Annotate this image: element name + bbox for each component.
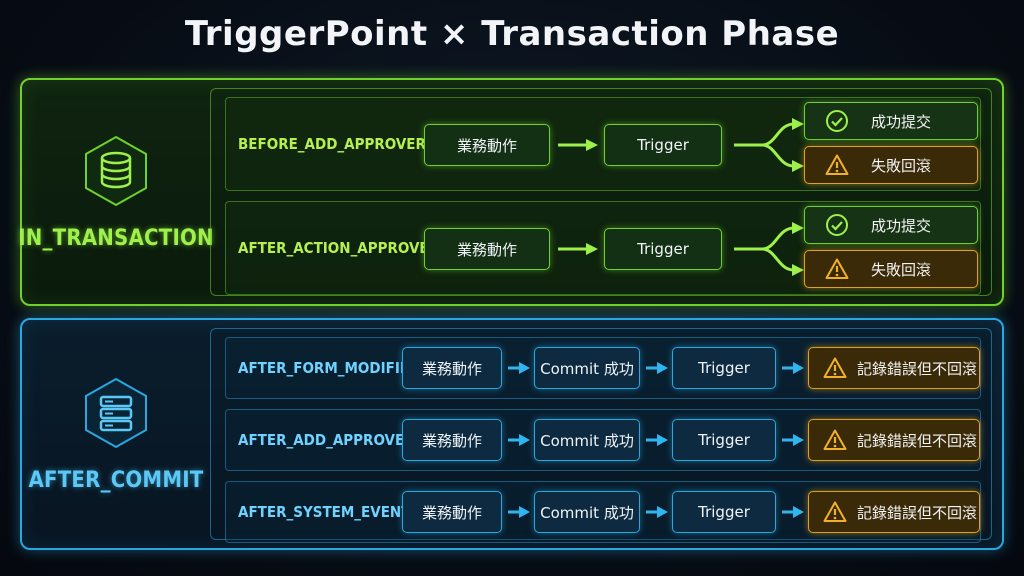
log-error-result: 記錄錯誤但不回滾 [808, 491, 980, 533]
warning-icon [825, 154, 849, 175]
phase-header: AFTER_COMMIT [22, 320, 210, 548]
server-icon [83, 376, 149, 450]
phase-label: AFTER_COMMIT [28, 467, 204, 493]
arrow-icon [782, 361, 804, 375]
trigger-row: AFTER_ACTION_APPROVED 業務動作 Trigger 成功提交 … [225, 201, 981, 295]
after-commit-panel: AFTER_COMMIT AFTER_FORM_MODIFIED 業務動作 Co… [20, 318, 1004, 550]
failure-result: 失敗回滾 [804, 146, 978, 184]
commit-box: Commit 成功 [534, 347, 640, 389]
log-error-result: 記錄錯誤但不回滾 [808, 347, 980, 389]
warning-icon [823, 357, 847, 378]
in-transaction-panel: IN_TRANSACTION BEFORE_ADD_APPROVERS 業務動作… [18, 78, 1004, 306]
arrow-icon [558, 242, 598, 256]
trigger-name: AFTER_ACTION_APPROVED [238, 239, 440, 257]
arrow-icon [782, 505, 804, 519]
result-label: 記錄錯誤但不回滾 [857, 503, 978, 522]
trigger-rows: AFTER_FORM_MODIFIED 業務動作 Commit 成功 Trigg… [210, 328, 992, 543]
business-action-box: 業務動作 [402, 347, 502, 389]
commit-box: Commit 成功 [534, 491, 640, 533]
fork-arrow-icon [734, 222, 804, 276]
trigger-row: AFTER_SYSTEM_EVENT 業務動作 Commit 成功 Trigge… [225, 481, 981, 543]
trigger-name: AFTER_FORM_MODIFIED [238, 359, 421, 377]
business-action-box: 業務動作 [402, 419, 502, 461]
warning-icon [825, 258, 849, 279]
check-circle-icon [826, 110, 848, 132]
failure-label: 失敗回滾 [871, 260, 932, 279]
arrow-icon [646, 505, 668, 519]
success-label: 成功提交 [871, 112, 932, 131]
business-action-box: 業務動作 [424, 124, 550, 166]
trigger-row: AFTER_ADD_APPROVERS 業務動作 Commit 成功 Trigg… [225, 409, 981, 471]
trigger-box: Trigger [672, 491, 776, 533]
trigger-box: Trigger [672, 347, 776, 389]
page-title: TriggerPoint × Transaction Phase [184, 14, 840, 54]
arrow-icon [646, 433, 668, 447]
fork-arrow-icon [734, 118, 804, 172]
trigger-name: BEFORE_ADD_APPROVERS [238, 135, 436, 153]
phase-header: IN_TRANSACTION [18, 80, 214, 304]
trigger-row: BEFORE_ADD_APPROVERS 業務動作 Trigger 成功提交 失… [225, 97, 981, 191]
success-label: 成功提交 [871, 216, 932, 235]
arrow-icon [646, 361, 668, 375]
database-icon [83, 134, 149, 208]
trigger-name: AFTER_SYSTEM_EVENT [238, 503, 411, 521]
failure-label: 失敗回滾 [871, 156, 932, 175]
result-label: 記錄錯誤但不回滾 [857, 431, 978, 450]
commit-box: Commit 成功 [534, 419, 640, 461]
arrow-icon [782, 433, 804, 447]
trigger-rows: BEFORE_ADD_APPROVERS 業務動作 Trigger 成功提交 失… [210, 88, 992, 296]
success-result: 成功提交 [804, 206, 978, 244]
arrow-icon [508, 361, 530, 375]
warning-icon [823, 501, 847, 522]
check-circle-icon [826, 214, 848, 236]
trigger-box: Trigger [604, 228, 722, 270]
warning-icon [823, 429, 847, 450]
trigger-name: AFTER_ADD_APPROVERS [238, 431, 425, 449]
success-result: 成功提交 [804, 102, 978, 140]
result-label: 記錄錯誤但不回滾 [857, 359, 978, 378]
trigger-box: Trigger [672, 419, 776, 461]
trigger-row: AFTER_FORM_MODIFIED 業務動作 Commit 成功 Trigg… [225, 337, 981, 399]
trigger-box: Trigger [604, 124, 722, 166]
arrow-icon [508, 505, 530, 519]
business-action-box: 業務動作 [424, 228, 550, 270]
arrow-icon [558, 138, 598, 152]
business-action-box: 業務動作 [402, 491, 502, 533]
arrow-icon [508, 433, 530, 447]
log-error-result: 記錄錯誤但不回滾 [808, 419, 980, 461]
failure-result: 失敗回滾 [804, 250, 978, 288]
phase-label: IN_TRANSACTION [18, 225, 214, 251]
